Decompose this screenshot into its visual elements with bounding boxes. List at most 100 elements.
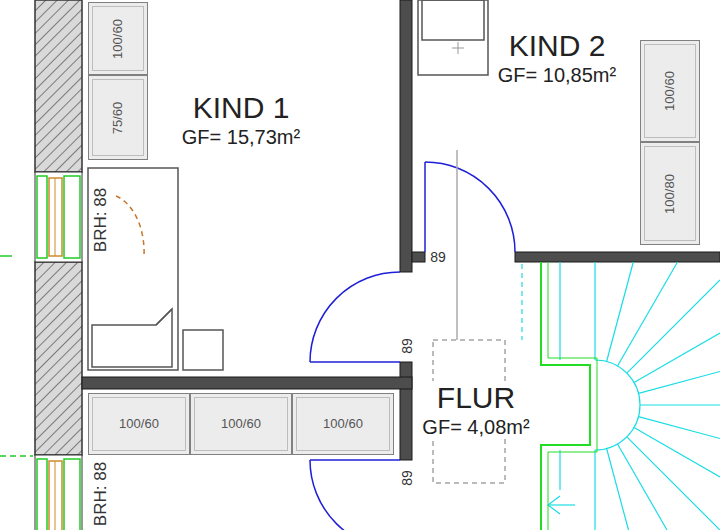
stair-steps	[594, 450, 595, 530]
wardrobe-box: 100/60	[190, 393, 292, 455]
window	[55, 178, 56, 256]
stair-steps	[548, 496, 560, 514]
stair-steps	[522, 262, 720, 530]
window-swing	[116, 196, 144, 256]
bed-symbol	[156, 309, 172, 325]
door-swing	[425, 162, 515, 252]
stair-outline	[548, 262, 597, 530]
window-swing	[116, 196, 144, 256]
stair-steps	[639, 372, 720, 394]
window	[49, 178, 62, 256]
interior-wall	[82, 0, 720, 460]
door-swing	[310, 361, 400, 363]
door-width: 89	[429, 250, 447, 265]
bed-symbol	[92, 309, 172, 367]
wardrobe-box: 100/60	[640, 40, 700, 142]
door-swing	[310, 459, 400, 461]
door-width: 89	[400, 337, 415, 355]
text-group: 100/60	[663, 69, 678, 113]
stair-steps	[594, 262, 595, 360]
window	[37, 176, 47, 258]
stair-steps	[559, 450, 560, 490]
stair-steps	[595, 360, 640, 450]
room-area: GF= 4,08m²	[420, 416, 531, 439]
section-line	[0, 256, 33, 456]
fixture-mark	[458, 42, 459, 54]
door-width: 89	[400, 469, 415, 487]
outer-wall	[35, 262, 82, 455]
stair-steps	[607, 449, 629, 530]
text-group: 100/60	[321, 417, 365, 432]
room-area: GF= 15,73m²	[180, 126, 302, 149]
door-width: 89	[429, 250, 447, 265]
door-swing	[310, 460, 400, 530]
text-group: 100/60	[111, 17, 126, 61]
text-group: KIND 2GF= 10,85m²	[496, 29, 618, 87]
door-width: 89	[400, 469, 415, 487]
door-swing	[310, 272, 400, 362]
section-line	[0, 455, 33, 457]
interior-wall	[82, 377, 412, 389]
window	[64, 459, 80, 530]
wardrobe-box: 75/60	[88, 75, 148, 160]
bed-symbol	[422, 0, 484, 40]
wardrobe-box: 100/60	[88, 2, 148, 75]
door-swing	[310, 162, 515, 530]
door-swing	[424, 162, 426, 252]
stair-outline	[541, 262, 597, 530]
wardrobe-box: 100/60	[292, 393, 394, 455]
section-line	[0, 255, 12, 257]
interior-wall	[400, 0, 412, 272]
interior-wall	[412, 252, 425, 262]
text-group: 75/60	[111, 99, 126, 136]
wardrobe-size: 100/80	[663, 172, 678, 216]
bed-symbol	[88, 168, 178, 370]
text-group: 100/60	[117, 417, 161, 432]
room-name: FLUR	[420, 381, 531, 416]
wardrobe-size: 100/60	[111, 17, 126, 61]
stair-steps	[559, 262, 560, 360]
window	[35, 172, 82, 262]
window	[35, 455, 82, 530]
stair-steps	[634, 428, 720, 478]
room: KIND 2GF= 10,85m² 100/60 100/80	[412, 0, 720, 252]
bed-symbol	[88, 0, 488, 370]
window	[35, 172, 82, 530]
room-area: GF= 10,85m²	[496, 64, 618, 87]
wardrobe-size: 100/60	[117, 417, 161, 432]
bed-symbol	[183, 330, 223, 370]
stair-steps	[618, 262, 678, 366]
window-sill-height: BRH: 88	[92, 461, 110, 527]
wardrobe-box: 100/80	[640, 142, 700, 245]
window	[49, 461, 62, 530]
wardrobe-box: 100/60	[88, 393, 190, 455]
text-group: 100/60	[219, 417, 263, 432]
stair-steps	[521, 264, 522, 340]
text-group: 100/80	[663, 172, 678, 216]
wardrobe-size: 100/60	[321, 417, 365, 432]
stair-steps	[639, 417, 720, 439]
bed-symbol	[418, 0, 488, 75]
room-name: KIND 2	[496, 29, 618, 64]
window-sill-height: BRH: 88	[92, 187, 110, 253]
window-sill-height: BRH: 88	[92, 461, 110, 527]
stair-steps	[548, 504, 575, 505]
wardrobe-size: 100/60	[663, 69, 678, 113]
room-name: KIND 1	[180, 91, 302, 126]
text-group: KIND 1GF= 15,73m²	[180, 91, 302, 149]
window	[37, 459, 47, 530]
outer-wall	[35, 0, 82, 455]
wardrobe-size: 75/60	[111, 99, 126, 136]
room: KIND 1GF= 15,73m² 100/60 75/60	[82, 0, 400, 377]
interior-wall	[515, 252, 720, 262]
fixture-mark	[456, 150, 458, 340]
text-group: FLURGF= 4,08m²	[420, 381, 531, 439]
outer-wall	[35, 0, 82, 172]
window	[55, 461, 56, 530]
stair-steps	[640, 404, 720, 405]
door-width: 89	[400, 337, 415, 355]
window-sill-height: BRH: 88	[92, 187, 110, 253]
